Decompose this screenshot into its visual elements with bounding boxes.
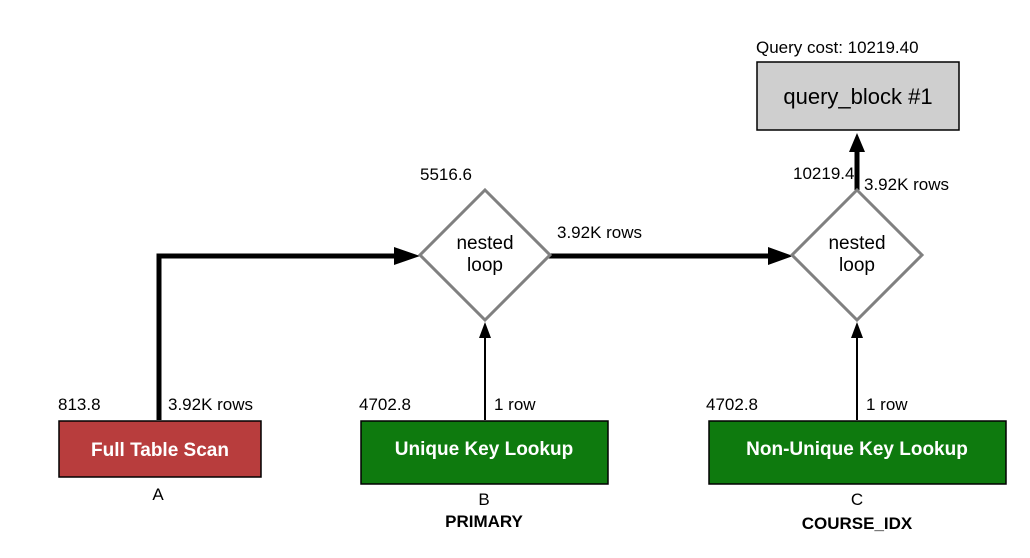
nonunique-rows: 1 row xyxy=(866,395,908,414)
arrowhead-queryblock xyxy=(849,133,865,152)
loop2-rows-out: 3.92K rows xyxy=(864,175,949,194)
unique-key-name: PRIMARY xyxy=(445,512,523,531)
query-block-node[interactable] xyxy=(756,61,960,131)
fullscan-label: Full Table Scan xyxy=(91,440,229,461)
arrowhead-loop1-bottom xyxy=(479,322,491,338)
fullscan-rows: 3.92K rows xyxy=(168,395,253,414)
unique-cost: 4702.8 xyxy=(359,395,411,414)
unique-label: Unique Key Lookup xyxy=(395,439,573,460)
full-table-scan-node[interactable] xyxy=(58,420,262,478)
edge-fullscan-to-loop1 xyxy=(156,253,394,420)
arrowhead-loop1-left xyxy=(394,247,420,265)
fullscan-cost: 813.8 xyxy=(58,395,101,414)
arrowhead-loop2-left xyxy=(768,247,793,265)
loop1-cost: 5516.6 xyxy=(420,165,472,184)
nonunique-table: C xyxy=(851,490,863,509)
non-unique-key-lookup-node[interactable] xyxy=(708,420,1007,485)
unique-key-lookup-node[interactable] xyxy=(360,420,609,485)
loop2-label-line2: loop xyxy=(839,255,875,276)
loop1-rows-out: 3.92K rows xyxy=(557,223,642,242)
nested-loop-2-node[interactable] xyxy=(789,187,925,323)
fullscan-table: A xyxy=(152,485,164,504)
unique-table: B xyxy=(478,490,489,509)
nonunique-label: Non-Unique Key Lookup xyxy=(746,439,968,460)
loop1-label-line1: nested xyxy=(456,233,513,254)
arrowhead-loop2-bottom xyxy=(851,322,863,338)
nonunique-key-name: COURSE_IDX xyxy=(802,514,913,533)
query-cost-label: Query cost: 10219.40 xyxy=(756,38,919,57)
loop2-cost: 10219.4 xyxy=(793,164,854,183)
nonunique-cost: 4702.8 xyxy=(706,395,758,414)
loop1-label-line2: loop xyxy=(467,255,503,276)
query-block-label: query_block #1 xyxy=(783,84,932,109)
loop2-label-line1: nested xyxy=(828,233,885,254)
nested-loop-1-node[interactable] xyxy=(417,187,553,323)
unique-rows: 1 row xyxy=(494,395,536,414)
